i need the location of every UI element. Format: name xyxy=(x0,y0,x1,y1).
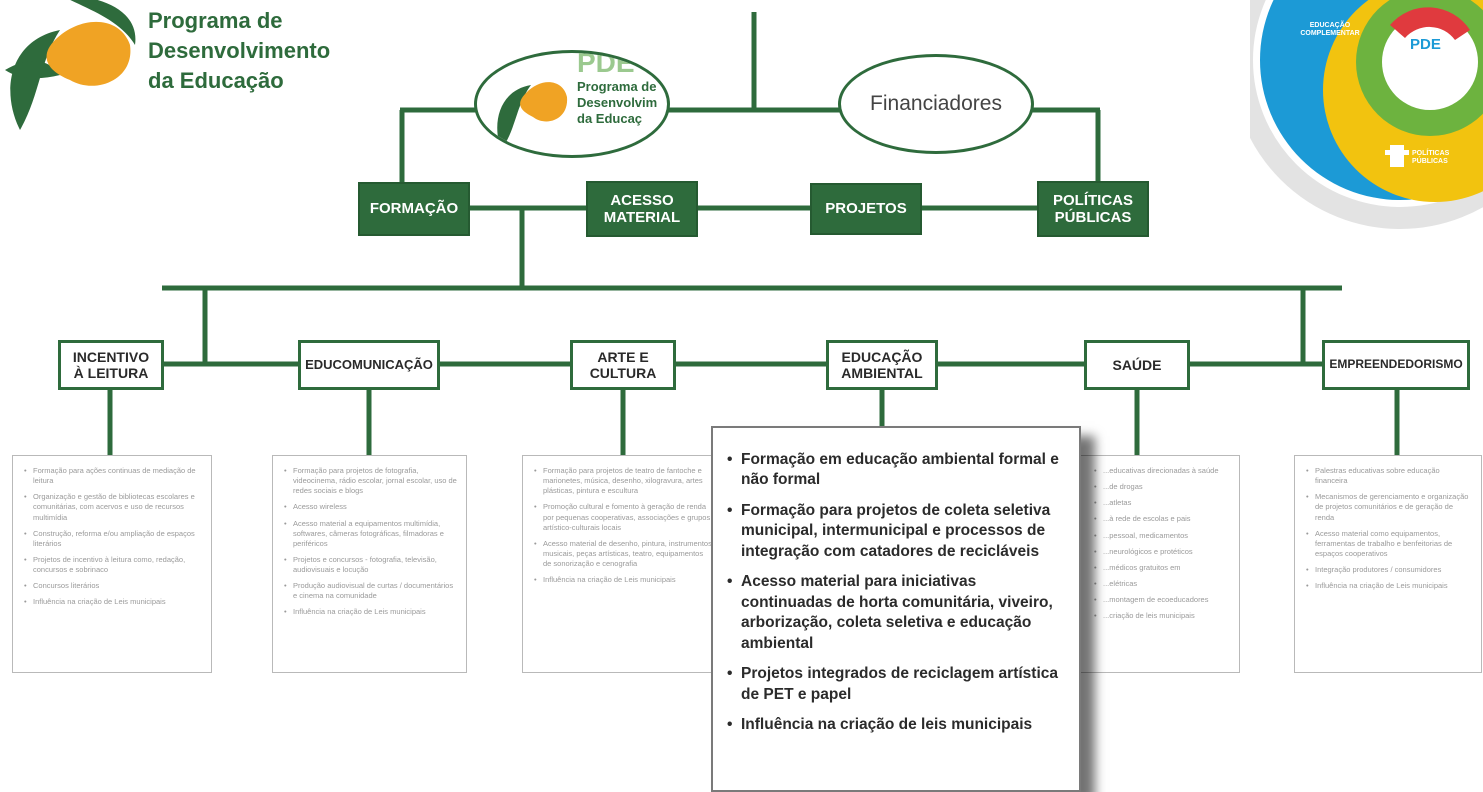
list-item: Projetos e concursos - fotografia, telev… xyxy=(284,555,458,575)
pde-wheel-graphic: PDE EDUCAÇÃO COMPLEMENTAR POLÍTICAS PÚBL… xyxy=(1250,0,1483,235)
financiadores-node: Financiadores xyxy=(838,54,1034,154)
list-item: Acesso material como equipamentos, ferra… xyxy=(1306,529,1473,559)
list-item: Influência na criação de Leis municipais xyxy=(284,607,458,617)
node-projetos: PROJETOS xyxy=(810,183,922,235)
list-item: ...neurológicos e protéticos xyxy=(1094,547,1231,557)
list-item: ...montagem de ecoeducadores xyxy=(1094,595,1231,605)
list-item: ...de drogas xyxy=(1094,482,1231,492)
list-item: Acesso wireless xyxy=(284,502,458,512)
popup-item: Formação para projetos de coleta seletiv… xyxy=(727,501,1067,562)
node-formacao: FORMAÇÃO xyxy=(358,182,470,236)
wheel-label-bottom: POLÍTICAS PÚBLICAS xyxy=(1412,150,1450,166)
list-item: ...elétricas xyxy=(1094,579,1231,589)
list-item: Acesso material a equipamentos multimídi… xyxy=(284,519,458,549)
pde-line-3: da Educaç xyxy=(577,111,643,126)
wheel-label-top: EDUCAÇÃO COMPLEMENTAR xyxy=(1300,22,1360,38)
list-item: ...atletas xyxy=(1094,498,1231,508)
pde-ellipse-node: PDE Programa de Desenvolvim da Educaç xyxy=(474,50,670,158)
details-educomunicacao: Formação para projetos de fotografia, vi… xyxy=(272,455,467,673)
logo-line-2: Desenvolvimento xyxy=(148,38,331,63)
pde-line-2: Desenvolvim xyxy=(577,95,658,110)
leaf-logo-icon xyxy=(5,0,136,130)
node-educacao-ambiental: EDUCAÇÃO AMBIENTAL xyxy=(826,340,938,390)
list-item: ...educativas direcionadas à saúde xyxy=(1094,466,1231,476)
list-item: Influência na criação de Leis municipais xyxy=(24,597,203,607)
list-item: Projetos de incentivo à leitura como, re… xyxy=(24,555,203,575)
pde-badge: PDE xyxy=(577,50,635,78)
popup-item: Influência na criação de leis municipais xyxy=(727,715,1067,736)
wheel-icon xyxy=(1250,0,1483,229)
wheel-badge: PDE xyxy=(1410,36,1441,53)
list-item: Acesso material de desenho, pintura, ins… xyxy=(534,539,713,569)
list-item: Palestras educativas sobre educação fina… xyxy=(1306,466,1473,486)
popup-item: Projetos integrados de reciclagem artíst… xyxy=(727,664,1067,705)
details-arte-cultura: Formação para projetos de teatro de fant… xyxy=(522,455,722,673)
list-item: ...médicos gratuitos em xyxy=(1094,563,1231,573)
details-saude: ...educativas direcionadas à saúde ...de… xyxy=(1060,455,1240,673)
details-incentivo-leitura: Formação para ações continuas de mediaçã… xyxy=(12,455,212,673)
list-item: Construção, reforma e/ou ampliação de es… xyxy=(24,529,203,549)
leaf-logo-icon xyxy=(497,82,568,150)
list-item: Influência na criação de Leis municipais xyxy=(534,575,713,585)
list-item: Integração produtores / consumidores xyxy=(1306,565,1473,575)
list-item: Concursos literários xyxy=(24,581,203,591)
popup-item: Formação em educação ambiental formal e … xyxy=(727,450,1067,491)
list-item: Formação para ações continuas de mediaçã… xyxy=(24,466,203,486)
educacao-ambiental-popup: Formação em educação ambiental formal e … xyxy=(711,426,1081,792)
node-acesso-material: ACESSO MATERIAL xyxy=(586,181,698,237)
list-item: Promoção cultural e fomento à geração de… xyxy=(534,502,713,532)
list-item: Mecanismos de gerenciamento e organizaçã… xyxy=(1306,492,1473,522)
logo-line-1: Programa de xyxy=(148,8,283,33)
list-item: Influência na criação de Leis municipais xyxy=(1306,581,1473,591)
list-item: ...criação de leis municipais xyxy=(1094,611,1231,621)
node-arte-cultura: ARTE E CULTURA xyxy=(570,340,676,390)
pde-line-1: Programa de xyxy=(577,79,657,94)
list-item: Produção audiovisual de curtas / documen… xyxy=(284,581,458,601)
list-item: Formação para projetos de teatro de fant… xyxy=(534,466,713,496)
node-educomunicacao: EDUCOMUNICAÇÃO xyxy=(298,340,440,390)
popup-item: Acesso material para iniciativas continu… xyxy=(727,572,1067,654)
list-item: ...à rede de escolas e pais xyxy=(1094,514,1231,524)
node-saude: SAÚDE xyxy=(1084,340,1190,390)
pde-logo: Programa de Desenvolvimento da Educação xyxy=(0,0,330,135)
list-item: Organização e gestão de bibliotecas esco… xyxy=(24,492,203,522)
details-empreendedorismo: Palestras educativas sobre educação fina… xyxy=(1294,455,1482,673)
node-politicas-publicas: POLÍTICAS PÚBLICAS xyxy=(1037,181,1149,237)
list-item: ...pessoal, medicamentos xyxy=(1094,531,1231,541)
financiadores-label: Financiadores xyxy=(870,92,1002,115)
list-item: Formação para projetos de fotografia, vi… xyxy=(284,466,458,496)
node-empreendedorismo: EMPREENDEDORISMO xyxy=(1322,340,1470,390)
logo-line-3: da Educação xyxy=(148,68,284,93)
node-incentivo-leitura: INCENTIVO À LEITURA xyxy=(58,340,164,390)
